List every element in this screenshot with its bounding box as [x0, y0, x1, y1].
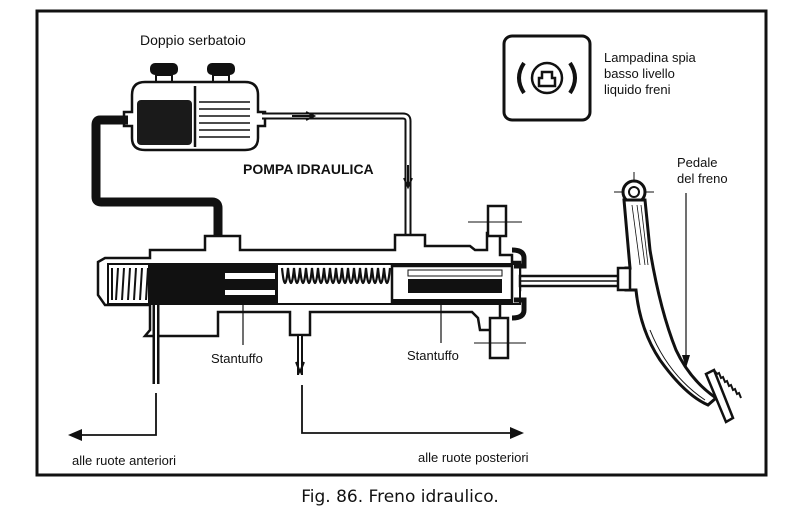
mounting-flange-bottom [488, 316, 510, 360]
pump-label: POMPA IDRAULICA [243, 161, 374, 177]
warning-lamp [502, 34, 592, 122]
pedal-label-2: del freno [677, 171, 728, 186]
rear-spring [280, 267, 392, 285]
warning-lamp-label-1: Lampadina spia [604, 50, 697, 65]
figure-caption: Fig. 86. Freno idraulico. [301, 487, 499, 507]
reservoir-right-fluid [199, 101, 250, 138]
pedal-pad [704, 368, 735, 424]
flow-arrow-down [403, 165, 413, 190]
reservoir-label: Doppio serbatoio [140, 32, 246, 48]
brake-fluid-warning-icon [517, 61, 577, 95]
front-circuit-feed-pipe [91, 115, 223, 268]
mounting-flange-top [486, 204, 508, 238]
rear-circuit-feed-pipe [262, 112, 412, 262]
front-piston [148, 264, 278, 304]
reservoir-cap-left [150, 63, 178, 75]
rear-piston-label: Stantuffo [407, 348, 459, 363]
master-cylinder [96, 204, 527, 360]
front-wheels-arrow [80, 393, 157, 436]
brake-pedal [614, 172, 742, 424]
reservoir-cap-right [207, 63, 235, 75]
flow-arrow-right [292, 111, 317, 121]
warning-lamp-label-3: liquido freni [604, 82, 671, 97]
front-wheels-label: alle ruote anteriori [72, 453, 176, 468]
rear-wheels-label: alle ruote posteriori [418, 450, 529, 465]
rear-wheels-arrow [301, 385, 510, 434]
warning-lamp-label-2: basso livello [604, 66, 675, 81]
double-reservoir [122, 63, 267, 152]
reservoir-left-fluid [137, 100, 192, 145]
front-piston-label: Stantuffo [211, 351, 263, 366]
figure-frame [35, 9, 768, 477]
pedal-label-1: Pedale [677, 155, 717, 170]
